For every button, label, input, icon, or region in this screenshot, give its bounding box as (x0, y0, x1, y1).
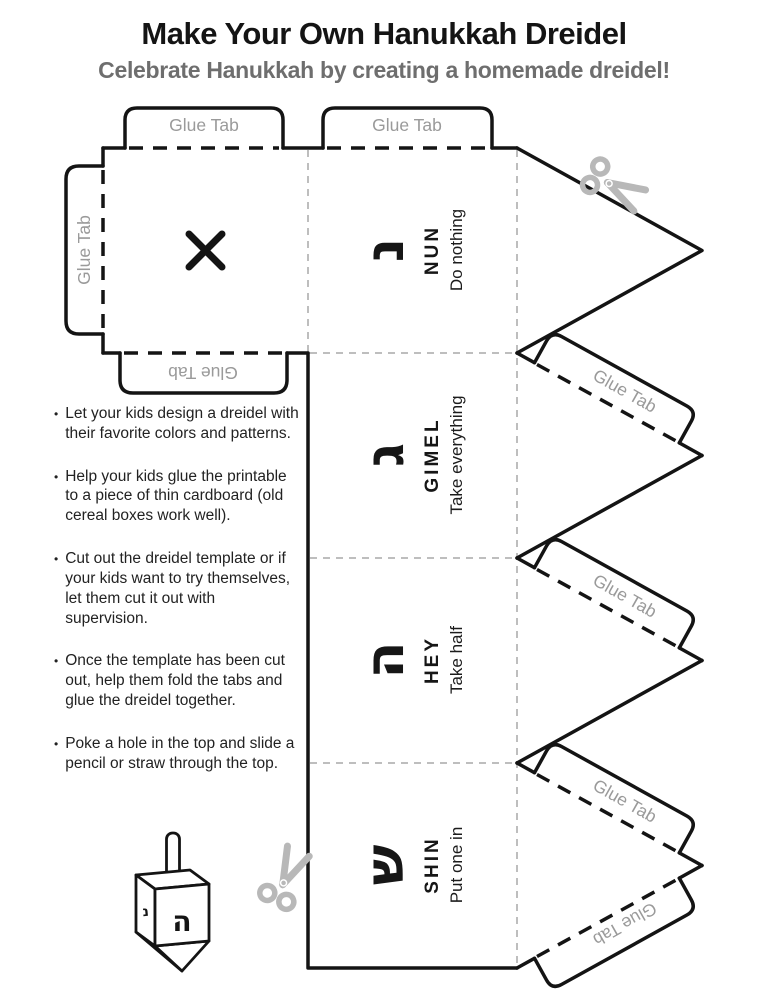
instructions-list: • Let your kids design a dreidel with th… (54, 404, 302, 797)
instruction-text: Cut out the dreidel template or if your … (65, 550, 291, 627)
hebrew-letter-hey: ה (352, 641, 416, 679)
dreidel-face-gimel: ג GIMEL Take everything (332, 348, 492, 562)
instruction-text: Let your kids design a dreidel with thei… (65, 405, 299, 442)
list-item: • Once the template has been cut out, he… (54, 651, 302, 710)
face-name: HEY (421, 635, 443, 685)
instruction-text: Poke a hole in the top and slide a penci… (65, 734, 295, 772)
fold-lines-bold (101, 146, 488, 355)
hebrew-letter-nun: נ (352, 237, 416, 263)
dreidel-points (515, 146, 704, 989)
page-subtitle: Celebrate Hanukkah by creating a homemad… (98, 57, 670, 83)
instruction-text: Once the template has been cut out, help… (65, 652, 285, 710)
face-name: SHIN (421, 836, 443, 894)
face-action: Do nothing (446, 208, 466, 292)
dreidel-face-shin: ש SHIN Put one in (332, 758, 492, 972)
strip-cut-edge (306, 351, 519, 970)
scissors-icon (257, 844, 314, 912)
glue-tab-outlines (64, 106, 494, 395)
hebrew-letter-gimel: ג (352, 442, 416, 468)
bullet-icon: • (54, 469, 59, 484)
page-title: Make Your Own Hanukkah Dreidel (141, 16, 627, 51)
glue-tab-label: Glue Tab (590, 898, 661, 950)
face-action: Take everything (446, 395, 466, 515)
scissors-icon (580, 156, 649, 216)
face-action: Put one in (446, 826, 466, 904)
glue-tab-label: Glue Tab (169, 115, 239, 135)
glue-tab-label: Glue Tab (74, 215, 94, 285)
list-item: • Let your kids design a dreidel with th… (54, 404, 302, 444)
dreidel-front-letter: ה (172, 905, 191, 938)
glue-tab-label: Glue Tab (372, 115, 442, 135)
fold-square-outline (101, 146, 519, 355)
instruction-text: Help your kids glue the printable to a p… (65, 467, 287, 525)
fold-x-mark (185, 230, 226, 271)
face-action: Take half (446, 625, 466, 695)
bullet-icon: • (54, 407, 59, 421)
list-item: • Cut out the dreidel template or if you… (54, 549, 302, 628)
hebrew-letter-shin: ש (352, 844, 416, 886)
list-item: • Poke a hole in the top and slide a pen… (54, 734, 302, 774)
face-name: NUN (421, 224, 443, 276)
glue-tab-label: Glue Tab (168, 363, 238, 383)
bullet-icon: • (54, 654, 59, 669)
face-name: GIMEL (421, 417, 443, 493)
bullet-icon: • (54, 552, 59, 567)
bullet-icon: • (54, 736, 59, 751)
list-item: • Help your kids glue the printable to a… (54, 467, 302, 526)
dreidel-illustration: ה נ (134, 831, 211, 973)
dreidel-face-nun: נ NUN Do nothing (332, 143, 492, 357)
dreidel-face-hey: ה HEY Take half (332, 553, 492, 767)
dreidel-side-letter: נ (142, 904, 150, 920)
